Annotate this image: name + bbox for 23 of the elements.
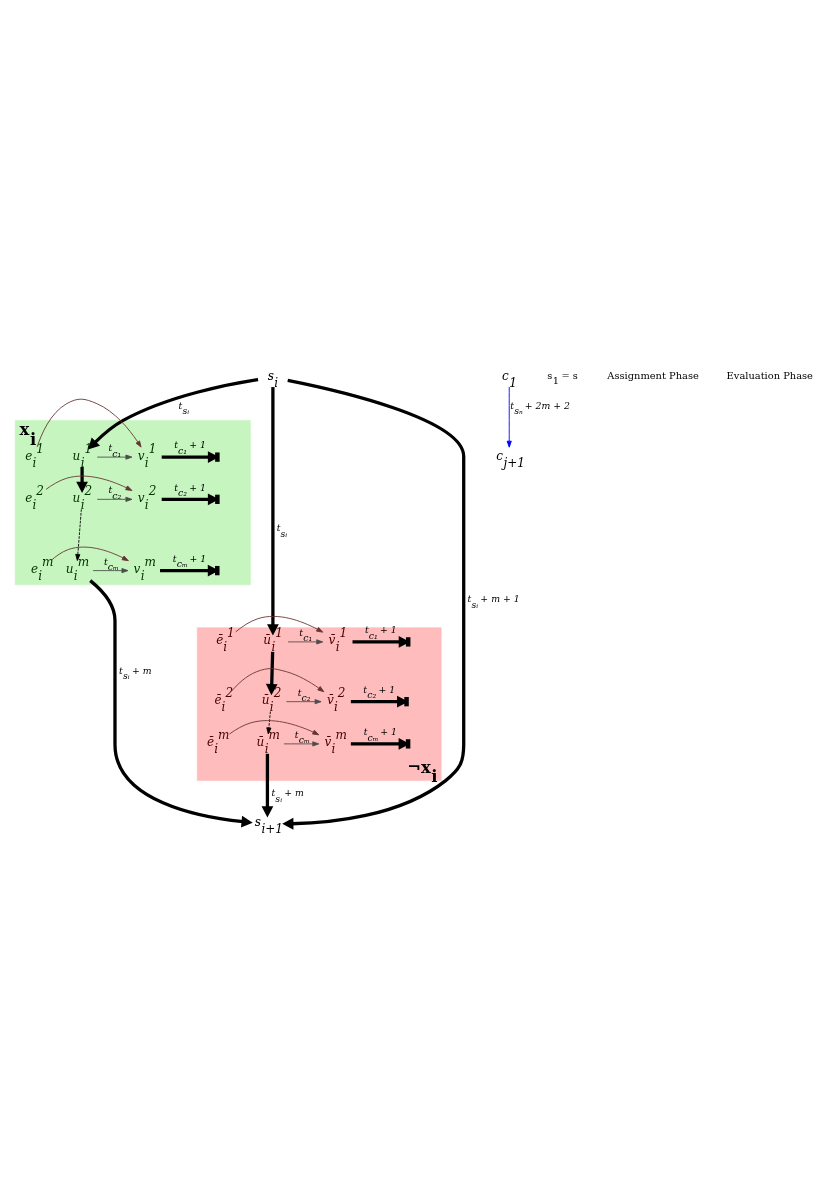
arrow [506,386,512,448]
arrow [287,639,324,645]
arrow [36,398,142,448]
arrow [261,753,274,818]
arrow [96,496,133,502]
arrow [230,668,325,693]
label: Assignment Phase [607,370,699,382]
arrow [229,720,320,736]
arrow [265,651,278,696]
arrow [266,711,272,735]
arrow [76,467,88,493]
arrow [267,387,279,636]
arrow [283,741,320,747]
arrow [75,508,82,561]
arrow [89,579,253,828]
arrow [282,378,466,830]
label: Evaluation Phase [726,370,813,382]
arrow [50,546,129,562]
arrow [88,378,259,450]
arrow [96,454,133,460]
arrow [45,475,133,491]
arrow [286,699,322,705]
arrow [92,568,129,574]
